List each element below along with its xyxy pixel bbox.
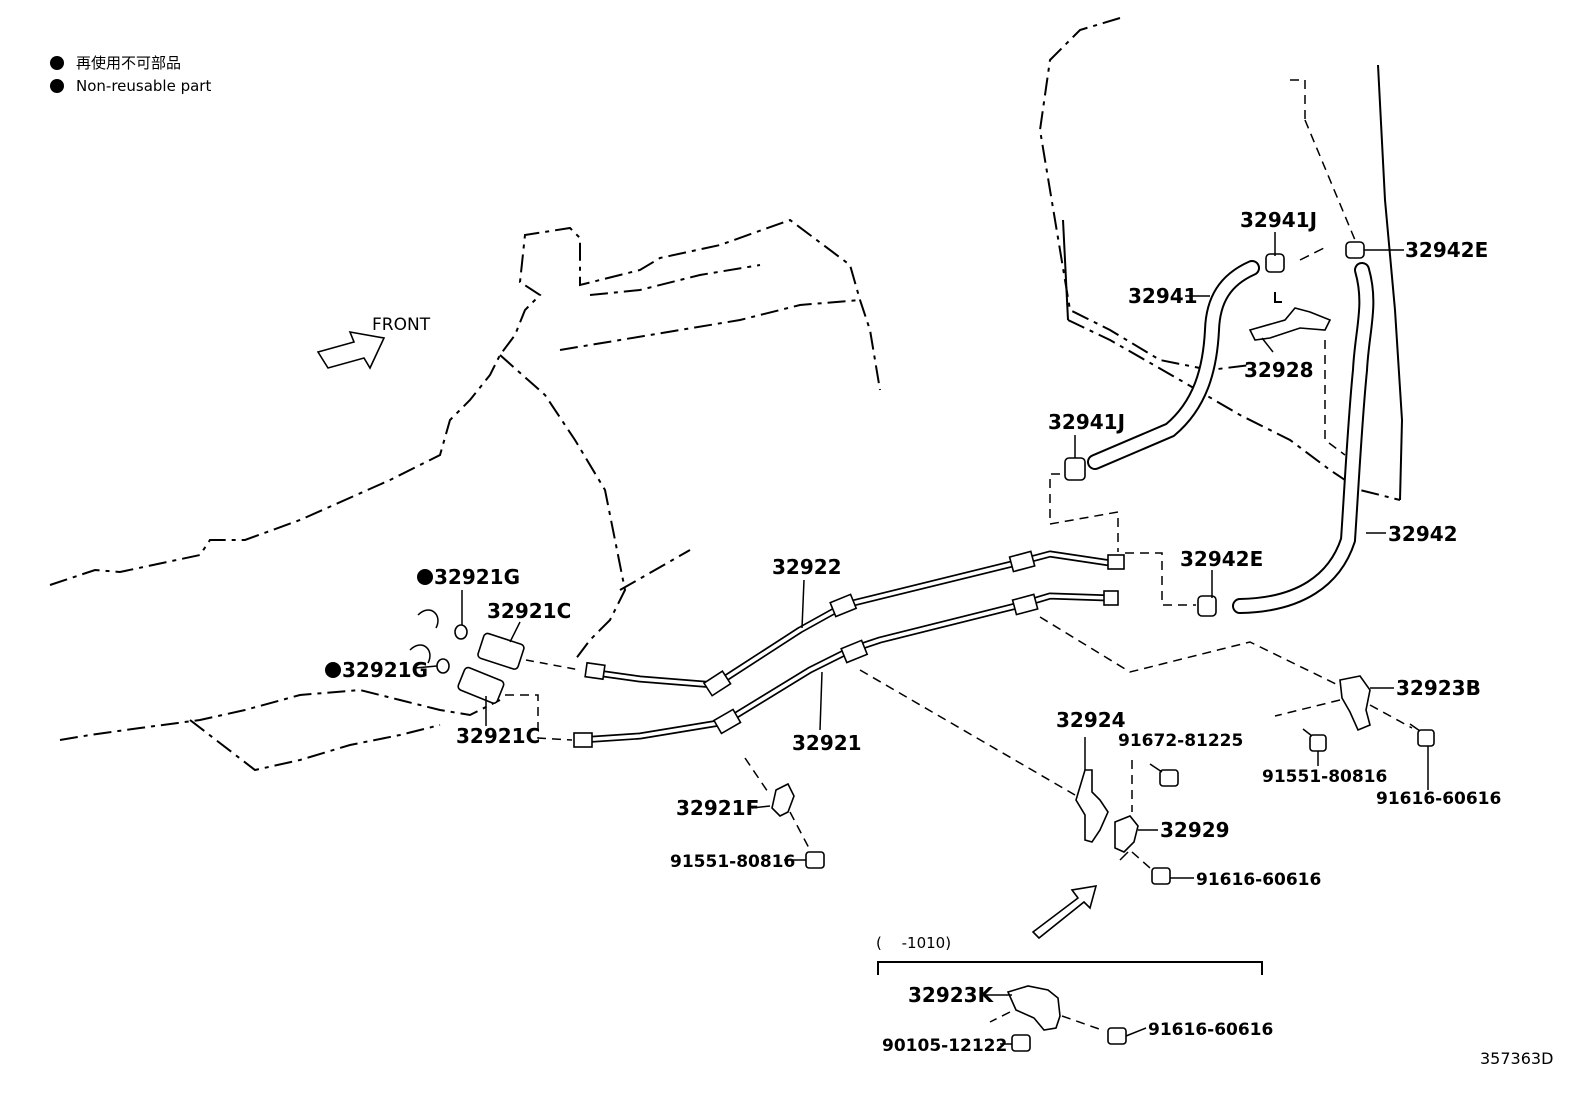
legend-item-jp: 再使用不可部品 (50, 52, 181, 73)
label-32921G-bottom: 32921G (342, 658, 428, 682)
legend-text-en: Non-reusable part (76, 77, 212, 95)
transmission-outline (49, 218, 881, 772)
bolt-91616-60616-bottom (1107, 1027, 1127, 1045)
non-reusable-dot-icon (50, 79, 64, 93)
label-32941J-top: 32941J (1240, 208, 1317, 232)
bolt-91551-80816-right (1302, 728, 1327, 752)
view-direction-arrow-icon (1031, 885, 1098, 940)
label-32921C-top: 32921C (487, 599, 571, 623)
non-reusable-dot-icon (325, 662, 341, 678)
pipe-32921 (576, 590, 1119, 744)
front-arrow-icon: FRONT (316, 315, 431, 370)
label-91616-60616-bottom: 91616-60616 (1148, 1020, 1273, 1040)
label-32921C-bottom: 32921C (456, 724, 540, 748)
label-32941: 32941 (1128, 284, 1198, 308)
hose-32942 (1232, 262, 1375, 614)
clamp-32923K (982, 985, 1103, 1031)
bolt-91551-80816-left (784, 851, 825, 869)
clamp-32942E-mid (1125, 552, 1217, 617)
non-reusable-dot-icon (417, 569, 433, 585)
connector-32921C-upper (477, 632, 581, 671)
clamp-32929 (1114, 760, 1158, 869)
bolt-91672-81225 (1149, 763, 1179, 787)
part-labels: 32941J 32942E 32941 32928 32941J 32942 3… (342, 208, 1553, 1068)
clamp-32941J-mid (1049, 457, 1119, 552)
clamp-32942E-top (1345, 241, 1365, 259)
label-32923B: 32923B (1396, 676, 1481, 700)
legend-item-en: Non-reusable part (50, 77, 211, 95)
pipe-end-fittings (573, 661, 606, 748)
figure-id: 357363D (1480, 1049, 1553, 1068)
label-91616-60616-right: 91616-60616 (1376, 789, 1501, 809)
label-32921: 32921 (792, 731, 862, 755)
label-32923K: 32923K (908, 983, 995, 1007)
label-32942E-mid: 32942E (1180, 547, 1263, 571)
variant-bracket: ( -1010) (876, 934, 1263, 975)
label-90105-12122: 90105-12122 (882, 1036, 1007, 1056)
label-32921F: 32921F (676, 796, 759, 820)
connector-32921C-lower (457, 666, 573, 741)
label-32924: 32924 (1056, 708, 1126, 732)
legend-text-jp: 再使用不可部品 (76, 54, 182, 72)
bolt-91616-60616-right (1409, 723, 1435, 790)
label-32942: 32942 (1388, 522, 1458, 546)
non-reusable-dot-icon (50, 55, 64, 70)
hose-32941 (1087, 260, 1260, 470)
pipe-32922 (586, 550, 1125, 697)
label-91551-80816-right: 91551-80816 (1262, 767, 1387, 787)
label-32922: 32922 (772, 555, 842, 579)
label-32929: 32929 (1160, 818, 1230, 842)
bolt-90105-12122 (1011, 1034, 1031, 1052)
clamp-32921F (744, 757, 811, 851)
label-32941J-mid: 32941J (1048, 410, 1125, 434)
bracket-32924 (859, 669, 1109, 843)
bolt-91616-60616-mid (1151, 867, 1194, 885)
clamp-32923B (1039, 616, 1413, 732)
bracket-32928 (1248, 292, 1332, 341)
variant-label: ( -1010) (876, 934, 951, 952)
label-91616-60616-mid: 91616-60616 (1196, 870, 1321, 890)
label-32921G-top: 32921G (434, 565, 520, 589)
leader-lines (414, 232, 1404, 1045)
label-32928: 32928 (1244, 358, 1314, 382)
label-32942E-top: 32942E (1405, 238, 1488, 262)
label-91672-81225: 91672-81225 (1118, 731, 1243, 751)
gaskets-32921G (409, 609, 468, 674)
front-label: FRONT (372, 315, 431, 335)
label-91551-80816-left: 91551-80816 (670, 852, 795, 872)
